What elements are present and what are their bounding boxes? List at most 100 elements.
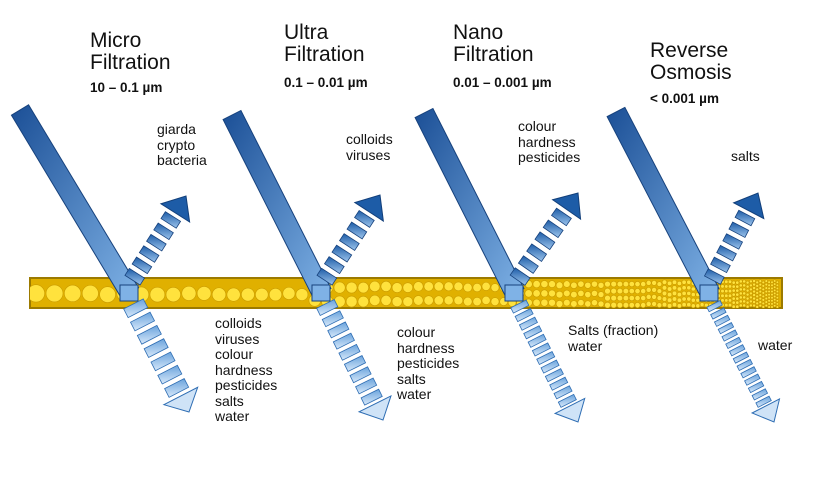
contaminant-label: viruses — [215, 330, 260, 347]
permeate-slat — [553, 385, 573, 400]
contaminant-label: pesticides — [397, 355, 460, 371]
retained-slat — [323, 256, 345, 275]
contaminant-label: hardness — [215, 361, 273, 378]
filtration-arrow-1 — [10, 104, 199, 413]
retained-arrowhead — [159, 195, 191, 223]
permeate-slat — [728, 344, 746, 357]
permeate-slat — [557, 393, 577, 408]
retained-arrowhead — [732, 192, 765, 220]
permeate-slat — [721, 329, 738, 342]
retained-slat — [346, 221, 368, 240]
retained-slat — [716, 244, 737, 262]
nano-pore-size: 0.01 – 0.001 µm — [453, 75, 552, 90]
permeate-slat — [527, 333, 547, 348]
contaminant-label: water — [758, 337, 793, 353]
permeate-slat — [321, 310, 344, 328]
permeate-slat — [544, 368, 564, 383]
permeate-slat — [360, 388, 383, 406]
contaminant-label: Salts (fraction) — [568, 322, 659, 338]
incoming-stream — [606, 106, 720, 299]
ultra-pore-size: 0.1 – 0.01 µm — [284, 75, 368, 90]
retained-slat — [703, 268, 725, 285]
filtration-arrow-4 — [606, 106, 781, 423]
retained-arrowhead — [551, 192, 582, 221]
retained-arrowhead — [353, 194, 384, 223]
permeate-slat — [706, 299, 723, 313]
retained-slat — [517, 255, 539, 274]
retained-slat — [146, 233, 167, 252]
contaminant-label: colour — [518, 118, 557, 134]
contaminant-label: colloids — [346, 131, 393, 147]
retained-slat — [509, 267, 531, 286]
membrane-junction — [311, 284, 331, 302]
contaminant-label: hardness — [518, 133, 576, 150]
permeate-slat — [343, 355, 367, 372]
retained-slat — [124, 267, 146, 286]
membrane-junction — [699, 284, 719, 302]
ro-passed-list: water — [758, 337, 793, 354]
membrane-junction — [504, 284, 524, 302]
membrane-junction — [119, 284, 139, 302]
contaminant-label: water — [397, 386, 432, 402]
permeate-slat — [755, 395, 772, 408]
title-line: Micro — [90, 29, 142, 52]
permeate-slat — [136, 324, 162, 345]
permeate-slat — [129, 311, 156, 332]
permeate-slat — [327, 321, 350, 339]
permeate-slat — [355, 377, 378, 395]
filtration-arrow-2 — [222, 109, 392, 421]
permeate-slat — [740, 366, 757, 379]
permeate-slat — [531, 342, 551, 357]
retained-slat — [550, 207, 572, 227]
contaminant-label: crypto — [157, 136, 196, 153]
retained-slat — [338, 233, 360, 252]
ro-retained-list: salts — [731, 148, 760, 165]
title-line: Osmosis — [650, 61, 732, 84]
title-line: Filtration — [284, 43, 365, 66]
contaminant-label: bacteria — [157, 152, 207, 168]
nano-passed-list: Salts (fraction)water — [568, 322, 659, 354]
permeate-slat — [514, 308, 534, 323]
contaminant-label: colour — [215, 346, 254, 362]
retained-slat — [728, 221, 750, 238]
filtration-arrow-3 — [414, 107, 586, 423]
retained-slat — [331, 244, 353, 263]
title-line: Filtration — [453, 43, 534, 66]
micro-pore-size: 10 – 0.1 µm — [90, 80, 163, 95]
permeate-slat — [747, 380, 765, 394]
permeate-slat — [732, 351, 750, 364]
permeate-arrowhead — [553, 397, 586, 423]
contaminant-label: salts — [397, 370, 426, 387]
permeate-arrowhead — [750, 398, 781, 423]
permeate-slat — [157, 364, 183, 385]
permeate-slat — [123, 298, 149, 319]
incoming-stream — [10, 104, 140, 299]
contaminant-label: colour — [397, 324, 436, 340]
contaminant-label: salts — [731, 148, 760, 164]
permeate-slat — [510, 299, 530, 314]
retained-slat — [722, 233, 744, 250]
retained-slat — [131, 256, 153, 275]
permeate-slat — [523, 325, 543, 340]
permeate-slat — [736, 358, 754, 372]
title-line: Nano — [453, 21, 504, 44]
contaminant-label: pesticides — [215, 377, 278, 393]
contaminant-label: pesticides — [518, 149, 581, 165]
contaminant-label: water — [215, 408, 250, 424]
retained-slat — [734, 209, 756, 227]
title-line: Filtration — [90, 51, 171, 74]
retained-slat — [534, 231, 556, 251]
permeate-slat — [744, 373, 761, 386]
permeate-slat — [518, 316, 538, 331]
